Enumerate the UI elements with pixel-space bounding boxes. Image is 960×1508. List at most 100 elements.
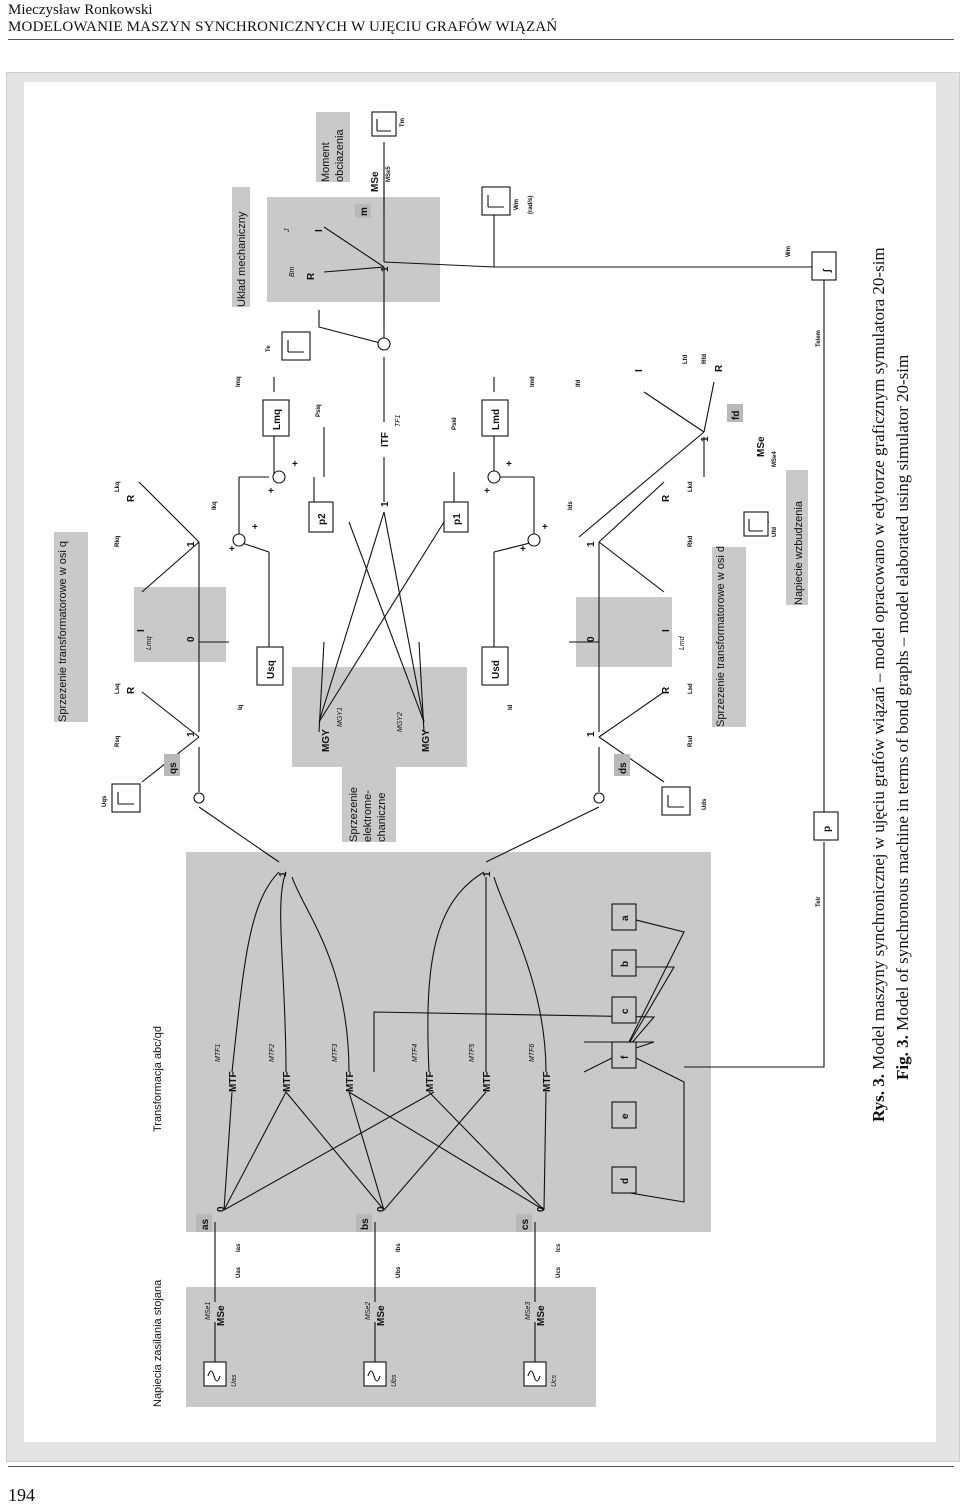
title-load-2: obciazenia bbox=[334, 129, 346, 182]
coupling-d-title-bg bbox=[712, 547, 746, 727]
block-d bbox=[611, 1166, 637, 1194]
field-r: R bbox=[714, 364, 725, 372]
mech-r: R bbox=[306, 272, 317, 280]
integrator-box bbox=[811, 251, 837, 281]
ias-label: Ias bbox=[236, 1243, 242, 1252]
lmd-name: Lmd bbox=[679, 635, 686, 650]
lfd-label: Lfd bbox=[683, 354, 689, 364]
mtf1-name: MTF1 bbox=[215, 1044, 222, 1062]
ids-label: Ids bbox=[568, 501, 574, 510]
itf-name: TF1 bbox=[395, 414, 402, 427]
plus-1: + bbox=[229, 544, 235, 555]
rkq-label: Rkq bbox=[115, 535, 121, 547]
psiq-label: Psiq bbox=[316, 404, 322, 417]
scope-te bbox=[281, 331, 311, 361]
scope-ufd bbox=[743, 511, 769, 537]
lmd-section-bg bbox=[576, 597, 672, 667]
title-excitation: Napiecie wzbudzenia bbox=[793, 500, 805, 605]
usq-label: Usq bbox=[266, 660, 277, 679]
caption-english: Fig. 3. Model of synchronous machine in … bbox=[891, 355, 915, 1080]
plus-5: + bbox=[520, 544, 526, 555]
id-label: Id bbox=[508, 704, 514, 710]
mtf2-name: MTF2 bbox=[269, 1044, 276, 1062]
sum-q-circle bbox=[232, 533, 246, 547]
rsq-label: Rsq bbox=[115, 735, 121, 747]
flag-cs: cs bbox=[520, 1218, 531, 1230]
title-coupling-q: Sprzezenie transformatorowe w osi q bbox=[57, 541, 69, 722]
title-electromech-2: elektrome- bbox=[362, 790, 374, 842]
mtf6-name: MTF6 bbox=[529, 1044, 536, 1062]
zero-as: 0 bbox=[216, 1206, 227, 1212]
flag-as: as bbox=[200, 1218, 211, 1230]
load-title-bg bbox=[316, 112, 350, 182]
page-number: 194 bbox=[8, 1485, 35, 1505]
telem-label: Telem bbox=[816, 330, 822, 347]
psid-label: Psid bbox=[452, 417, 458, 430]
wm-label: Wm bbox=[514, 199, 520, 210]
src2-signal: Ubs bbox=[391, 1374, 398, 1387]
title-coupling-d: Sprzezenie transformatorowe w osi d bbox=[715, 546, 727, 727]
source-cs bbox=[523, 1222, 547, 1387]
mtf3-name: MTF3 bbox=[332, 1044, 339, 1062]
lkd-label: Lkd bbox=[688, 481, 694, 492]
wm-rad-label: (rad/s) bbox=[528, 196, 534, 214]
mse5-label: MSe bbox=[370, 171, 381, 192]
ubs-label: Ubs bbox=[396, 1266, 402, 1278]
mse3-name: MSe3 bbox=[525, 1302, 532, 1320]
bm-name: Bm bbox=[289, 266, 296, 277]
header-title: MODELOWANIE MASZYN SYNCHRONICZNYCH W UJĘ… bbox=[8, 19, 558, 35]
block-c-label: c bbox=[620, 1008, 631, 1014]
mse4-label: MSe bbox=[756, 436, 767, 457]
zero-junction-q: 0 bbox=[186, 636, 197, 642]
mgy2-name: MGY2 bbox=[397, 712, 404, 732]
one-junction-upper: 1 bbox=[278, 871, 289, 877]
p2-box bbox=[308, 501, 334, 533]
mtf4-name: MTF4 bbox=[412, 1044, 419, 1062]
mech-title-bg bbox=[232, 187, 250, 307]
block-b-label: b bbox=[620, 961, 631, 967]
mse5-name: MSe5 bbox=[386, 166, 392, 182]
title-electromech-1: Sprzezenie bbox=[348, 787, 360, 842]
ikq-label: Ikq bbox=[212, 501, 218, 510]
scope-uqs bbox=[111, 783, 141, 813]
header-rule bbox=[8, 39, 954, 40]
scope-tm bbox=[371, 111, 397, 137]
block-e-label: e bbox=[620, 1113, 631, 1119]
source-as bbox=[203, 1222, 227, 1387]
lmq-name: Lmq bbox=[146, 636, 153, 650]
mech-i: I bbox=[314, 229, 325, 232]
running-header: Mieczysław Ronkowski MODELOWANIE MASZYN … bbox=[8, 2, 954, 36]
footer-rule bbox=[8, 1466, 954, 1467]
integrator-label: ∫ bbox=[822, 268, 833, 273]
p1-label: p1 bbox=[452, 513, 463, 525]
ibs-label: Ibs bbox=[396, 1243, 402, 1252]
zero-cs: 0 bbox=[536, 1206, 547, 1212]
flag-bs: bs bbox=[360, 1218, 371, 1230]
block-a-label: a bbox=[620, 915, 631, 921]
figure-canvas: Napiecia zasilania stojana Transformacja… bbox=[24, 82, 936, 1442]
mtf3-label: MTF bbox=[345, 1071, 356, 1092]
title-electromech-3: chaniczne bbox=[376, 792, 388, 842]
usd-box bbox=[481, 646, 509, 686]
flag-bs-bg bbox=[356, 1214, 372, 1232]
lmd-box bbox=[481, 399, 509, 437]
ucs-label: Ucs bbox=[556, 1266, 562, 1278]
bond-graph-diagram: Napiecia zasilania stojana Transformacja… bbox=[54, 111, 839, 1407]
one-junction-q2: 1 bbox=[186, 541, 197, 547]
lkq-label: Lkq bbox=[115, 481, 121, 492]
plus-7: + bbox=[484, 486, 490, 497]
mgy1-label: MGY bbox=[321, 729, 332, 752]
block-f-label: f bbox=[620, 1055, 631, 1059]
rfd-label: Rfd bbox=[702, 354, 708, 364]
caption-pl-label: Rys. 3. bbox=[869, 1073, 888, 1122]
flag-qs: qs bbox=[168, 762, 179, 774]
plus-2: + bbox=[252, 522, 258, 533]
mtf1-label: MTF bbox=[228, 1071, 239, 1092]
lmd-box-label: Lmd bbox=[491, 409, 502, 430]
usq-box bbox=[256, 646, 284, 686]
p2-label: p2 bbox=[317, 513, 328, 525]
rsd-label: Rsd bbox=[688, 735, 694, 747]
uas-label: Uas bbox=[236, 1266, 242, 1278]
sum-lmq-circle bbox=[272, 470, 286, 484]
j-name: J bbox=[284, 228, 291, 233]
